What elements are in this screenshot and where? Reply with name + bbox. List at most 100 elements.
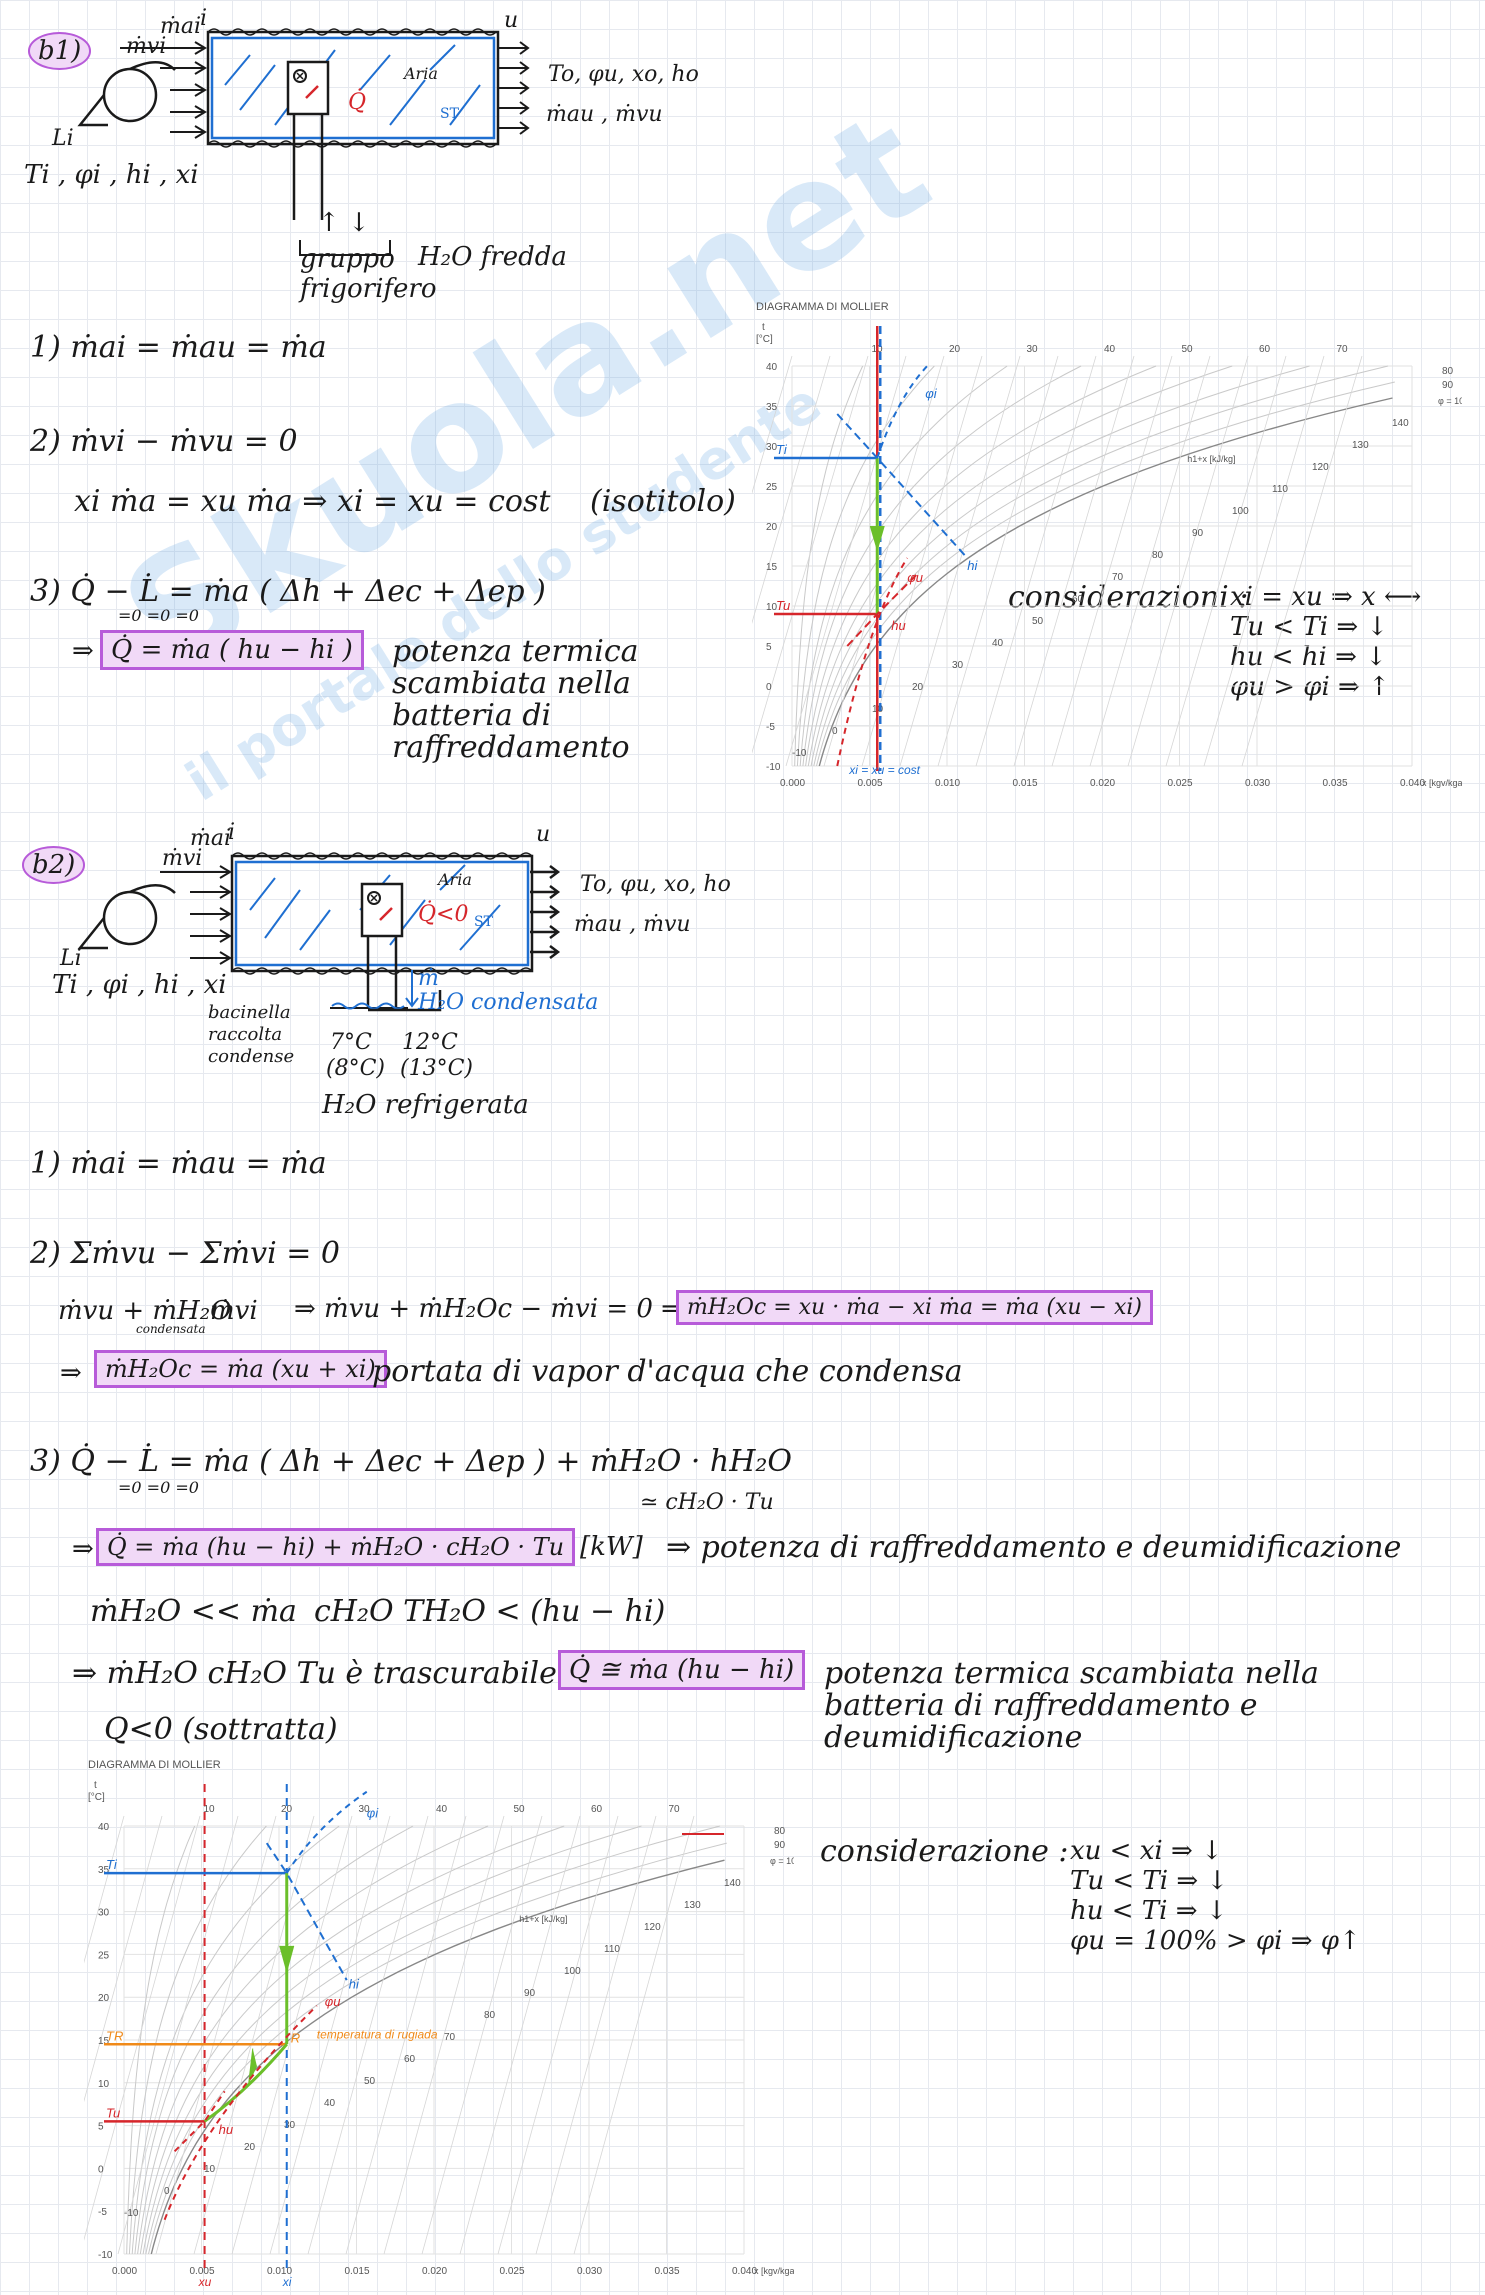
chart-enthalpy-line [1014,356,1134,766]
b2-condensate-label: H₂O condensata [418,990,598,1015]
chart2-phi-i-label: φi [367,1805,379,1820]
chart-h-diag-label: 40 [992,638,1004,649]
chart-top-h-label: 60 [591,1804,603,1815]
chart2-dew-label: temperatura di rugiada [317,2027,438,2041]
chart-x-tick: 0.000 [780,778,805,789]
b2-eq3-note: ⇒ potenza di raffreddamento e deumidific… [666,1530,1401,1565]
chart-top-h-label: 50 [1182,344,1194,355]
b2-eq2b-sub: condensata [136,1322,205,1336]
b2-note-1: batteria di raffreddamento e [824,1688,1257,1723]
chart-x-tick: 0.020 [1090,778,1115,789]
chart-h-diag-label: 110 [1272,484,1288,495]
chart-y-tick: 15 [766,562,778,573]
chart-y-tick: 25 [766,482,778,493]
chart1-hi-label: hi [967,558,978,573]
chart-x-tick: 0.015 [1013,778,1038,789]
chart1-ti-label: Ti [776,442,788,457]
chart-h-diag-label: -10 [792,748,807,759]
chart-enthalpy-line [752,356,830,766]
chart-x-tick: 0.025 [1168,778,1193,789]
chart-x-unit: x [kgv/kga] [1422,778,1462,788]
b1-i: i [200,6,207,31]
chart-title: DIAGRAMMA DI MOLLIER [88,1759,221,1771]
chart-top-h-label: 70 [669,1804,681,1815]
chart-x-tick: 0.015 [345,2266,370,2277]
chart-y-tick: 0 [766,682,772,693]
chart-y-tick: 20 [766,522,778,533]
chart-h-diag-label: 60 [1072,594,1084,605]
b2-qdot-box: Q̇ = ṁa (hu − hi) + ṁH₂O · cH₂O · Tu [96,1528,575,1566]
chart-y-tick: 30 [98,1908,110,1919]
chart-y-tick: 20 [98,1993,110,2004]
chart-h-diag-label: 50 [364,2076,376,2087]
chart-top-h-label: 60 [1259,344,1271,355]
b2-eq3: 3) Q̇ − L̇ = ṁa ( Δh + Δec + Δep ) + ṁH₂… [30,1444,792,1479]
chart-enthalpy-line [84,1816,200,2254]
b1-qdot-box: Q̇ = ṁa ( hu − hi ) [100,630,364,670]
chart-enthalpy-line [1204,356,1324,766]
chart2-tr-label: TR [106,2028,123,2043]
b2-temp-out2: (13°C) [400,1056,473,1081]
b2-eq2-implies: ⇒ [60,1358,82,1388]
b2-condensate-box2: ṁH₂Oc = ṁa (xu + xi) [94,1350,387,1388]
chart-y-tick: -5 [766,722,775,733]
chart-h-diag-label: 80 [1152,550,1164,561]
chart-h-diag-label: 90 [524,1988,536,1999]
b2-li: Li [60,946,82,971]
b2-inlet-props: Ti , φi , hi , xi [52,970,227,1000]
b1-qdot: Q̇ [348,90,366,115]
chart-y-tick: 40 [766,362,778,373]
b2-duct-diagram [60,820,580,1060]
b2-considerations-title: considerazione : [820,1834,1069,1869]
chart-x-tick: 0.010 [935,778,960,789]
chart-h-diag-label: 0 [832,726,838,737]
chart2-xi-label: xi [282,2275,292,2289]
chart-h-diag-label: 100 [1232,506,1249,517]
b2-tray-2: condense [208,1046,294,1067]
chart-h-diag-label: 40 [324,2098,336,2109]
b2-qsign: Q<0 (sottratta) [104,1712,338,1747]
chart-enthalpy-line [1166,356,1286,766]
chart-y-tick: 10 [98,2079,110,2090]
b2-condensate-m: ṁ [418,966,439,991]
chart-t-unit: [°C] [88,1792,105,1803]
chart1-tu-label: Tu [776,598,790,613]
b1-eq2b: xi ṁa = xu ṁa ⇒ xi = xu = cost [74,484,550,519]
chart-h-diag-label: 140 [724,1878,741,1889]
chart-top-h-label: 40 [1104,344,1116,355]
b1-eq2c: (isotitolo) [590,484,736,519]
chart-phi-right-label: 80 [774,1826,786,1837]
chart-h-diag-label: 50 [1032,616,1044,627]
chart2-hu-label: hu [219,2122,233,2137]
chart-h-diag-label: 20 [244,2142,256,2153]
chart-h-diag-label: 130 [1352,440,1369,451]
mollier-chart-2: DIAGRAMMA DI MOLLIERt[°C]403530252015105… [84,1754,794,2294]
chart-x-tick: 0.000 [112,2266,137,2277]
b2-note-2: deumidificazione [824,1720,1082,1755]
b2-eq3-unit: [kW] [580,1532,643,1562]
b2-eq2: 2) Σṁvu − Σṁvi = 0 [30,1236,340,1271]
chart-h-diag-label: 30 [284,2120,296,2131]
chart1-phi-i-label: φi [925,386,937,401]
chart2-ti-label: Ti [106,1857,118,1872]
b1-aria: Aria [404,64,438,83]
b2-water: H₂O refrigerata [322,1090,529,1120]
chart-phi-right-label: 80 [1442,366,1454,377]
chart-x-tick: 0.005 [858,778,883,789]
chart-y-tick: -10 [98,2250,113,2261]
b2-temp-in2: (8°C) [326,1056,385,1081]
chart-top-h-label: 40 [436,1804,448,1815]
chart-enthalpy-line [1242,356,1362,766]
chart-h-diag-label: 100 [564,1966,581,1977]
chart-x-tick: 0.035 [1323,778,1348,789]
b2-tray-1: raccolta [208,1024,282,1045]
chart1-x-const-label: xi = xu = cost [848,763,920,777]
chart-x-tick: 0.025 [500,2266,525,2277]
chart-phi-right-label: 90 [774,1840,786,1851]
b1-note-2: batteria di [392,698,551,733]
chart-h-diag-label: 110 [604,1944,620,1955]
chart-t-label: t [94,1780,97,1791]
chart-y-tick: -10 [766,762,781,773]
b1-st: ST [440,106,459,122]
b1-unit-arrows: ↑ ↓ [318,208,370,238]
